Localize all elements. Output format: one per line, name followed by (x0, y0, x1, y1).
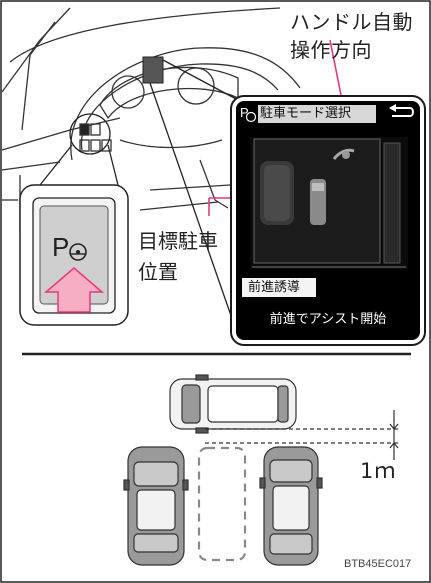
dash-display (142, 56, 164, 84)
distance-reference-lines (205, 428, 398, 444)
zoom-connector-lines (149, 59, 239, 331)
mode-tag: 前進誘導 (248, 280, 301, 295)
steering-direction-label-line2: 操作方向 (290, 38, 372, 62)
pbutton-zoom-panel (19, 184, 129, 326)
distance-label: 1ｍ (360, 459, 397, 483)
target-parking-space (197, 446, 247, 562)
pbutton-p-letter: P (52, 232, 69, 262)
figure-code: BTB45EC017 (344, 558, 412, 570)
steering-direction-label-line1: ハンドル自動 (290, 10, 413, 34)
steering-direction-indicator (332, 148, 355, 160)
mode-tag-background (242, 278, 316, 297)
screen-title-background (258, 105, 376, 123)
p-steering-icon: P (239, 104, 257, 123)
back-arrow-icon[interactable] (384, 104, 416, 122)
svg-text:P: P (240, 105, 249, 120)
parking-assist-screen: P 駐車モード選択 前進誘導 前進でアシスト開始 (230, 95, 426, 346)
distance-marker (389, 410, 399, 460)
screen-header: P 駐車モード選択 (236, 101, 420, 125)
parking-camera-view (250, 137, 408, 269)
assist-message: 前進でアシスト開始 (269, 312, 387, 327)
target-position-label-line2: 位置 (138, 260, 178, 284)
target-position-label-line1: 目標駐車 (138, 229, 218, 253)
pbutton-locator-circle (69, 113, 111, 155)
screen-title: 駐車モード選択 (260, 106, 352, 121)
screen-display: P 駐車モード選択 前進誘導 前進でアシスト開始 (236, 101, 420, 340)
parked-car-left (123, 446, 189, 566)
p-steering-icon: P (52, 232, 87, 262)
parked-car-right (259, 446, 323, 566)
press-arrow-icon (43, 267, 105, 313)
dashboard-illustration (1, 7, 301, 230)
own-vehicle-car (169, 374, 297, 434)
